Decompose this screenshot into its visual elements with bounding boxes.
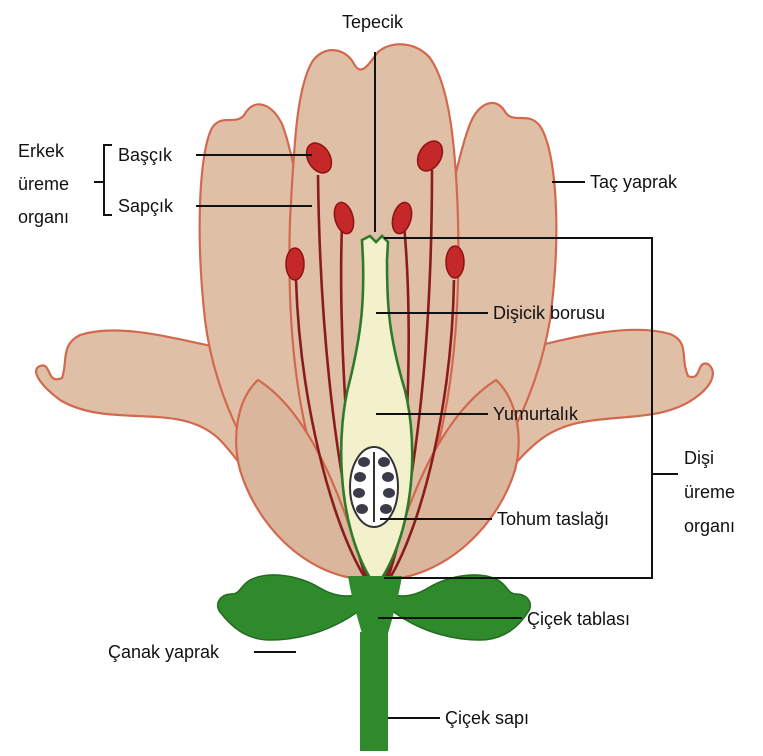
label-disicik-borusu: Dişicik borusu	[493, 303, 605, 323]
label-sapcik: Sapçık	[118, 196, 174, 216]
anther	[446, 246, 464, 278]
label-disi-line1: Dişi	[684, 448, 714, 468]
label-bascik: Başçık	[118, 145, 173, 165]
ovule	[354, 472, 366, 482]
ovule	[358, 457, 370, 467]
label-tac-yaprak: Taç yaprak	[590, 172, 678, 192]
ovule	[353, 488, 365, 498]
label-yumurtalik: Yumurtalık	[493, 404, 579, 424]
ovule	[356, 504, 368, 514]
label-tohum-taslagi: Tohum taslağı	[497, 509, 609, 529]
right-sepal	[380, 575, 530, 640]
receptacle	[348, 576, 402, 640]
label-erkek-line1: Erkek	[18, 141, 65, 161]
ovule	[383, 488, 395, 498]
label-disi-line3: organı	[684, 516, 735, 536]
label-tepecik: Tepecik	[342, 12, 404, 32]
ovule	[380, 504, 392, 514]
label-erkek-line3: organı	[18, 207, 69, 227]
stem	[360, 632, 388, 751]
label-cicek-tablasi: Çiçek tablası	[527, 609, 630, 629]
ovule	[378, 457, 390, 467]
label-canak-yaprak: Çanak yaprak	[108, 642, 220, 662]
ovule	[382, 472, 394, 482]
label-erkek-line2: üreme	[18, 174, 69, 194]
label-cicek-sapi: Çiçek sapı	[445, 708, 529, 728]
anther	[286, 248, 304, 280]
left-sepal	[218, 575, 372, 640]
label-disi-line2: üreme	[684, 482, 735, 502]
bracket-erkek	[104, 145, 112, 215]
